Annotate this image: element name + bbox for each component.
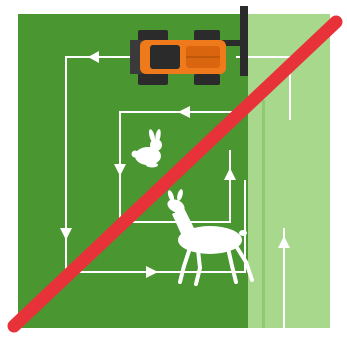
- strip-edge: [262, 100, 265, 328]
- rabbit-foot: [146, 163, 158, 168]
- tractor-wheel-front-top: [194, 30, 220, 41]
- tractor-wheel-rear-bottom: [138, 73, 168, 85]
- tractor-wheel-front-bottom: [194, 74, 220, 85]
- tractor-cab: [150, 45, 180, 69]
- rabbit-tail: [132, 151, 139, 158]
- deer-tail: [239, 230, 247, 236]
